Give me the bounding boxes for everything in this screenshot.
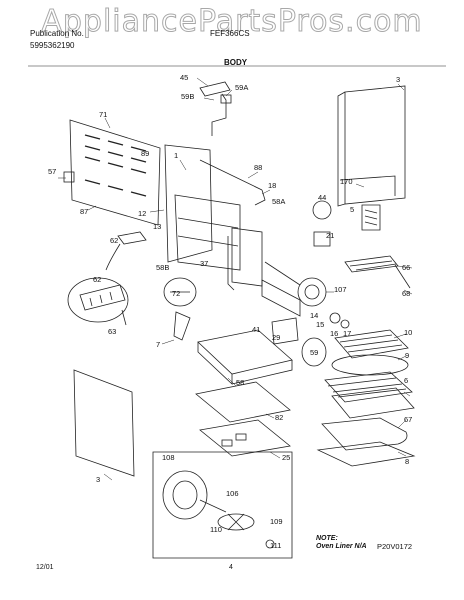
callout-71: 71 bbox=[99, 110, 107, 119]
note-block: NOTE: Oven Liner N/A bbox=[316, 535, 367, 551]
callout-66: 66 bbox=[402, 263, 410, 272]
bracket-29 bbox=[271, 317, 299, 345]
fan-motor bbox=[162, 470, 208, 520]
terminal-block bbox=[63, 171, 75, 183]
callout-62-upper: 62 bbox=[110, 236, 118, 245]
door-insulation bbox=[231, 227, 263, 287]
side-panel-upper bbox=[344, 85, 406, 205]
vent-bracket bbox=[199, 81, 231, 97]
oven-rack-upper bbox=[324, 371, 413, 403]
vent-clip bbox=[220, 94, 232, 104]
detail-circle-72 bbox=[163, 277, 197, 307]
callout-44: 44 bbox=[318, 193, 326, 202]
page-number: 4 bbox=[229, 564, 233, 571]
callout-89: 89 bbox=[141, 149, 149, 158]
block-62-top bbox=[117, 231, 147, 245]
note-text: Oven Liner N/A bbox=[316, 543, 367, 550]
callout-109: 109 bbox=[270, 517, 283, 526]
model-number: FEF366CS bbox=[210, 29, 250, 38]
callout-12: 12 bbox=[138, 209, 146, 218]
callout-59: 59 bbox=[310, 348, 318, 357]
callout-41: 41 bbox=[252, 325, 260, 334]
callout-107: 107 bbox=[334, 285, 347, 294]
oven-rack-lower bbox=[331, 387, 415, 419]
callout-9: 9 bbox=[405, 351, 409, 360]
callout-59a: 59A bbox=[235, 83, 248, 92]
callout-17: 17 bbox=[343, 329, 351, 338]
callout-10: 10 bbox=[404, 328, 412, 337]
broil-pan-insert bbox=[334, 329, 409, 359]
callout-111: 111 bbox=[270, 541, 281, 550]
watermark-logo: AppliancePartsPros.com bbox=[41, 4, 423, 40]
callout-13: 13 bbox=[153, 222, 161, 231]
callout-82: 82 bbox=[275, 413, 283, 422]
callout-58b: 58B bbox=[156, 263, 169, 272]
fan-housing bbox=[297, 277, 327, 307]
callout-8: 8 bbox=[405, 457, 409, 466]
lamp-socket bbox=[329, 312, 341, 324]
door-latch bbox=[173, 311, 191, 341]
callout-72: 72 bbox=[172, 289, 180, 298]
callout-5: 5 bbox=[350, 205, 354, 214]
callout-25: 25 bbox=[282, 453, 290, 462]
callout-68: 68 bbox=[402, 289, 410, 298]
callout-110: 110 bbox=[210, 525, 222, 534]
callout-7: 7 bbox=[156, 340, 160, 349]
callout-6: 6 bbox=[404, 376, 408, 385]
callout-170: 170 bbox=[340, 177, 353, 186]
knob-44 bbox=[312, 200, 332, 220]
bake-element bbox=[344, 255, 399, 273]
diagram-code: P20V0172 bbox=[377, 542, 413, 551]
block-21 bbox=[313, 231, 331, 247]
callout-14: 14 bbox=[310, 311, 318, 320]
footer-date: 12/01 bbox=[36, 564, 54, 571]
callout-58a: 58A bbox=[272, 197, 285, 206]
note-label: NOTE: bbox=[316, 535, 338, 542]
callout-59b: 59B bbox=[181, 92, 194, 101]
convection-cover bbox=[261, 279, 301, 317]
detail-circle-59 bbox=[301, 337, 327, 367]
callout-63: 63 bbox=[108, 327, 116, 336]
callout-1: 1 bbox=[174, 151, 178, 160]
callout-108: 108 bbox=[162, 453, 175, 462]
panel-25 bbox=[199, 419, 291, 457]
detail-circle-62 bbox=[67, 277, 129, 323]
callout-16: 16 bbox=[330, 329, 338, 338]
callout-29: 29 bbox=[272, 333, 280, 342]
drawer-8 bbox=[316, 441, 416, 467]
callout-21: 21 bbox=[326, 231, 334, 240]
callout-67: 67 bbox=[404, 415, 412, 424]
callout-18: 18 bbox=[268, 181, 276, 190]
vent-tube bbox=[211, 93, 227, 136]
callout-88: 88 bbox=[254, 163, 262, 172]
callout-3-lower: 3 bbox=[96, 475, 100, 484]
callout-37: 37 bbox=[200, 259, 208, 268]
callout-106: 106 bbox=[226, 489, 239, 498]
fan-nut bbox=[265, 539, 275, 549]
callout-58: 58 bbox=[236, 378, 244, 387]
callout-15: 15 bbox=[316, 320, 324, 329]
bake-element-67 bbox=[321, 417, 408, 451]
fan-blade-assy bbox=[217, 513, 255, 531]
callout-3-upper: 3 bbox=[396, 75, 400, 84]
body-side bbox=[164, 144, 213, 263]
spring-5 bbox=[361, 204, 381, 231]
side-panel-lower bbox=[73, 369, 135, 477]
inset-box bbox=[152, 451, 293, 559]
publication-number: 5995362190 bbox=[30, 41, 75, 50]
callout-57: 57 bbox=[48, 167, 56, 176]
callout-45: 45 bbox=[180, 73, 188, 82]
callout-labels: 45 59B 59A 3 71 89 1 88 18 170 57 87 12 … bbox=[48, 73, 412, 550]
publication-label: Publication No. bbox=[30, 29, 84, 38]
section-title: BODY bbox=[224, 58, 248, 67]
callout-87: 87 bbox=[80, 207, 88, 216]
broil-pan bbox=[331, 354, 409, 376]
oven-cavity-front bbox=[174, 194, 241, 271]
back-panel bbox=[69, 119, 161, 226]
callout-62-lower: 62 bbox=[93, 275, 101, 284]
